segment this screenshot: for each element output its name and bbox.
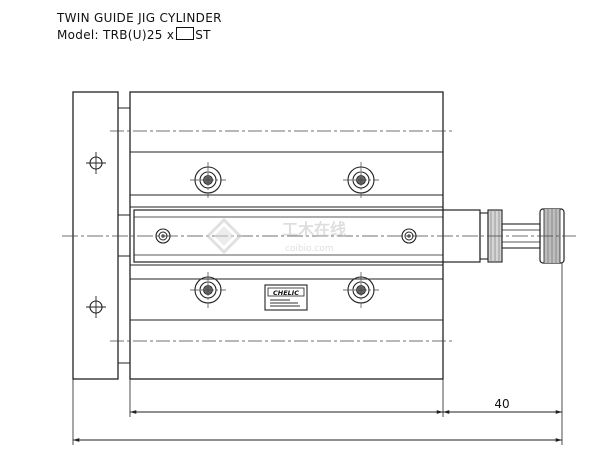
stroke-blank-box [176,27,195,40]
model-suffix: ST [195,28,211,42]
drawing-title: TWIN GUIDE JIG CYLINDER [57,11,222,25]
dimension-rod-extension-label: 40 [494,397,509,411]
extension-lines [72,263,563,445]
model-prefix: Model: TRB(U)25 x [57,28,175,42]
front-plate [72,91,131,380]
plate-mounting-hole-bottom [85,295,107,319]
guide-nut-bottom-left [189,271,227,309]
nameplate: CHELIC [264,284,308,311]
watermark: 工木在线 coibio.com [205,217,346,255]
guide-nut-bottom-right [342,271,380,309]
plate-mounting-hole-top [85,151,107,175]
model-line: Model: TRB(U)25 x ST [57,27,222,44]
guide-nut-top-left [189,161,227,199]
guide-nut-top-right [342,161,380,199]
cylinder-body [110,91,455,380]
nameplate-brand: CHELIC [273,289,299,297]
title-block: TWIN GUIDE JIG CYLINDER Model: TRB(U)25 … [57,10,222,44]
watermark-cn: 工木在线 [282,220,346,239]
watermark-en: coibio.com [285,244,334,254]
